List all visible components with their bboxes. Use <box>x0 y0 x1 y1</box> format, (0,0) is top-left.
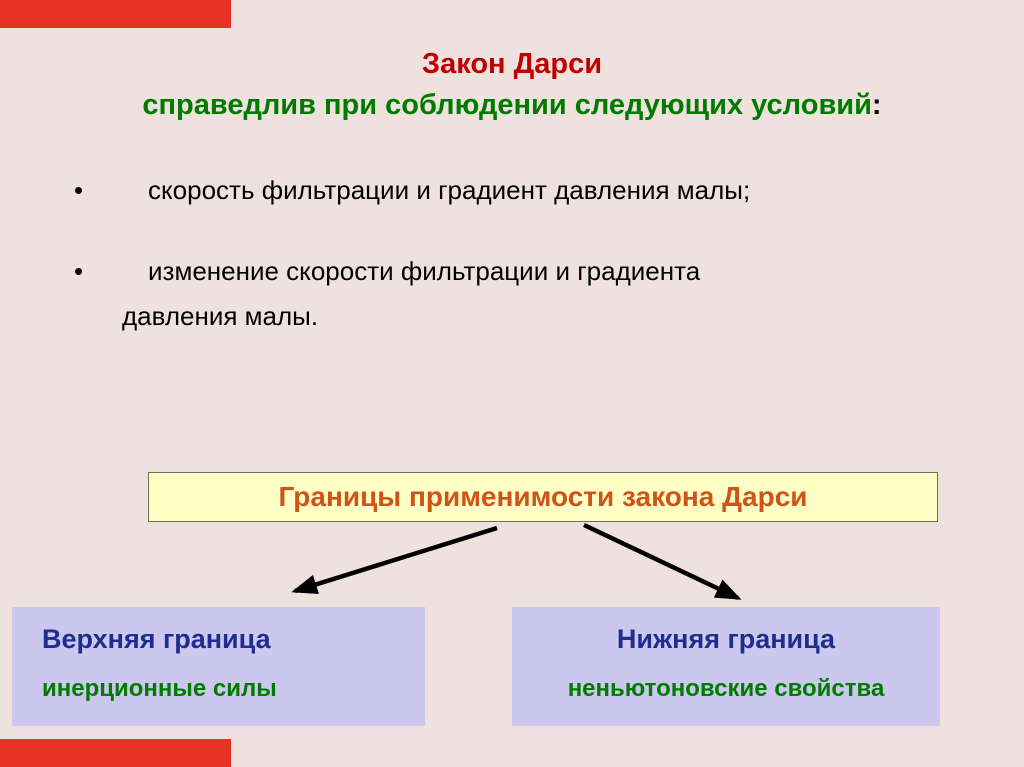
lower-bound-subtitle: неньютоновские свойства <box>567 675 885 702</box>
applicability-header-label: Границы применимости закона Дарси <box>278 481 808 512</box>
title-subheading-colon: : <box>871 89 882 121</box>
applicability-header-box: Границы применимости закона Дарси <box>148 472 938 522</box>
title-subheading: справедлив при соблюдении следующих усло… <box>142 89 881 121</box>
arrow-to-lower-bound <box>583 522 742 601</box>
bullet-marker: • <box>74 175 84 205</box>
red-corner-bar-top <box>0 0 231 28</box>
bullet-marker: • <box>74 256 84 286</box>
bullet-text: изменение скорости фильтрации и градиент… <box>122 256 701 331</box>
lower-bound-box: Нижняя граница неньютоновские свойства <box>512 607 940 726</box>
arrow-to-upper-bound <box>291 525 498 594</box>
bullet-list: • скорость фильтрации и градиент давлени… <box>0 168 788 339</box>
title-subheading-text: справедлив при соблюдении следующих усло… <box>142 89 872 121</box>
connector-arrows <box>291 522 742 601</box>
upper-bound-subtitle: инерционные силы <box>42 675 277 702</box>
slide-title: Закон Дарси справедлив при соблюдении сл… <box>0 44 1024 126</box>
bullet-item-2: • изменение скорости фильтрации и градие… <box>0 249 788 339</box>
red-corner-bar-bottom <box>0 739 231 767</box>
upper-bound-box: Верхняя граница инерционные силы <box>12 607 425 726</box>
title-heading: Закон Дарси <box>421 48 603 80</box>
upper-bound-title: Верхняя граница <box>42 624 271 654</box>
lower-bound-title: Нижняя граница <box>616 624 836 654</box>
bullet-item-1: • скорость фильтрации и градиент давлени… <box>0 168 788 213</box>
bullet-text: скорость фильтрации и градиент давления … <box>148 175 751 205</box>
